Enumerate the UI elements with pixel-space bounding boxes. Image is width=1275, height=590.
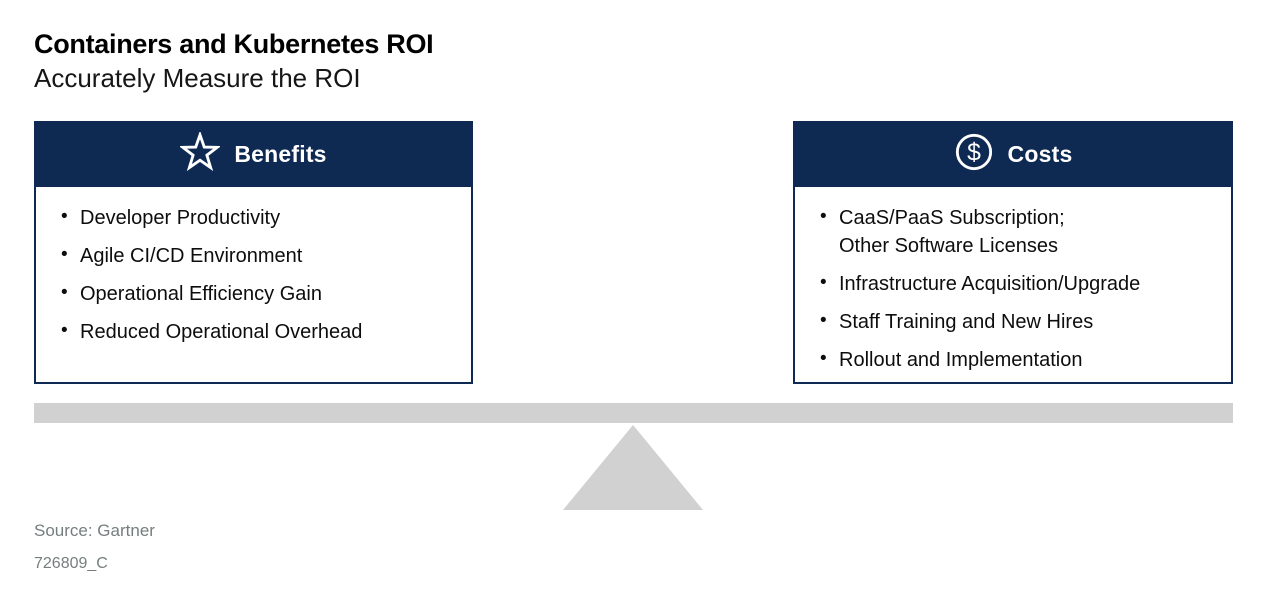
benefit-item: Developer Productivity — [56, 203, 459, 232]
cost-item: Rollout and Implementation — [815, 345, 1219, 374]
fulcrum-triangle — [563, 425, 703, 510]
costs-label: Costs — [1007, 140, 1073, 167]
costs-body: CaaS/PaaS Subscription; Other Software L… — [793, 187, 1233, 384]
benefits-body: Developer Productivity Agile CI/CD Envir… — [34, 187, 473, 384]
cost-item: Staff Training and New Hires — [815, 307, 1219, 336]
dollar-circle-icon: $ — [954, 132, 994, 177]
svg-text:$: $ — [967, 139, 981, 166]
benefits-panel: Benefits Developer Productivity Agile CI… — [34, 121, 473, 384]
page-title: Containers and Kubernetes ROI — [34, 29, 434, 59]
costs-header: $ Costs — [793, 121, 1233, 187]
benefits-list: Developer Productivity Agile CI/CD Envir… — [56, 203, 459, 346]
figure-id: 726809_C — [34, 555, 108, 572]
cost-item: Infrastructure Acquisition/Upgrade — [815, 269, 1219, 298]
balance-beam — [34, 403, 1233, 423]
star-icon — [178, 130, 222, 177]
benefit-item: Agile CI/CD Environment — [56, 241, 459, 270]
benefit-item: Reduced Operational Overhead — [56, 317, 459, 346]
costs-panel: $ Costs CaaS/PaaS Subscription; Other So… — [793, 121, 1233, 384]
page-subtitle: Accurately Measure the ROI — [34, 63, 361, 93]
benefit-item: Operational Efficiency Gain — [56, 279, 459, 308]
benefits-label: Benefits — [234, 140, 327, 167]
cost-item: CaaS/PaaS Subscription; Other Software L… — [815, 203, 1219, 260]
costs-list: CaaS/PaaS Subscription; Other Software L… — [815, 203, 1219, 374]
benefits-header: Benefits — [34, 121, 473, 187]
source-note: Source: Gartner — [34, 521, 155, 540]
